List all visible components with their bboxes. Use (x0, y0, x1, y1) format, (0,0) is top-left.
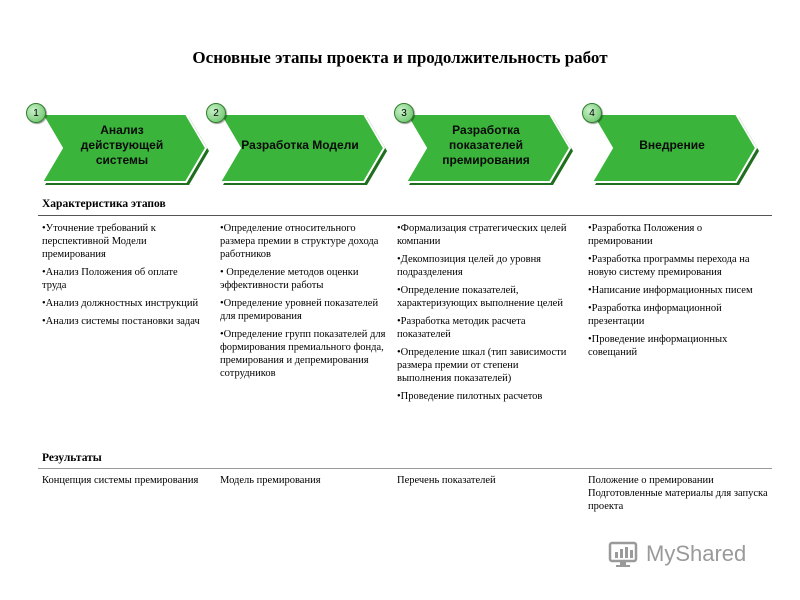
result-text: Перечень показателей (397, 475, 496, 486)
list-item: •Проведение пилотных расчетов (397, 391, 543, 402)
list-item: •Уточнение требований к перспективной Мо… (42, 223, 156, 260)
stages-row: Анализ действующей системы 1 Разработка … (0, 0, 800, 200)
characteristics-column-4: •Разработка Положения о премировании •Ра… (588, 222, 768, 364)
list-item: •Разработка методик расчета показателей (397, 316, 526, 340)
stage-1-number-badge: 1 (26, 103, 46, 123)
result-column-3: Перечень показателей (397, 474, 575, 487)
result-column-4: Положение о премировании Подготовленные … (588, 474, 768, 513)
result-column-1: Концепция системы премирования (42, 474, 202, 487)
list-item: •Определение относительного размера прем… (220, 223, 379, 260)
list-item: •Проведение информационных совещаний (588, 334, 728, 358)
stage-4-label: Внедрение (639, 137, 705, 152)
stage-2-number-badge: 2 (206, 103, 226, 123)
results-heading: Результаты (42, 452, 102, 464)
list-item: •Разработка Положения о премировании (588, 223, 703, 247)
results-divider (38, 468, 772, 469)
list-item: •Декомпозиция целей до уровня подразделе… (397, 254, 542, 278)
stage-3-number-badge: 3 (394, 103, 414, 123)
list-item: •Формализация стратегических целей компа… (397, 223, 567, 247)
list-item: •Определение шкал (тип зависимости разме… (397, 347, 567, 384)
characteristics-column-3: •Формализация стратегических целей компа… (397, 222, 575, 408)
stage-4-chevron-shape (590, 113, 759, 185)
stage-3-chevron-shape (404, 113, 573, 185)
list-item: •Анализ Положения об оплате труда (42, 267, 178, 291)
list-item: •Определение групп показателей для форми… (220, 329, 386, 379)
stage-4: Внедрение (586, 110, 759, 185)
list-item: •Написание информационных писем (588, 285, 753, 296)
stage-2-chevron-shape (218, 113, 387, 185)
result-text: Положение о премировании (588, 475, 714, 486)
stage-4-number-badge: 4 (582, 103, 602, 123)
result-column-2: Модель премирования (220, 474, 388, 487)
result-text: Модель премирования (220, 475, 321, 486)
myshared-logo-icon (608, 541, 638, 567)
myshared-logo-text: MyShared (646, 541, 747, 566)
stage-1-label: Анализ действующей системы (80, 122, 164, 167)
stage-3-label: Разработка показателей премирования (442, 122, 530, 167)
list-item: •Анализ системы постановки задач (42, 316, 200, 327)
list-item: •Разработка программы перехода на новую … (588, 254, 750, 278)
list-item: • Определение методов оценки эффективнос… (220, 267, 359, 291)
characteristics-column-1: •Уточнение требований к перспективной Мо… (42, 222, 200, 333)
list-item: •Определение уровней показателей для пре… (220, 298, 379, 322)
stage-1-chevron-shape (40, 113, 209, 185)
result-text: Концепция системы премирования (42, 475, 199, 486)
list-item: •Разработка информационной презентации (588, 303, 722, 327)
stage-3: Разработка показателей премирования (400, 110, 573, 185)
characteristics-divider (38, 215, 772, 216)
characteristics-heading: Характеристика этапов (42, 198, 166, 210)
list-item: •Определение показателей, характеризующи… (397, 285, 563, 309)
stage-1: Анализ действующей системы (36, 110, 209, 185)
myshared-watermark: MyShared (608, 536, 768, 572)
stage-2: Разработка Модели (214, 110, 387, 185)
list-item: •Анализ должностных инструкций (42, 298, 199, 309)
page-title: Основные этапы проекта и продолжительнос… (192, 48, 608, 67)
characteristics-column-2: •Определение относительного размера прем… (220, 222, 388, 385)
result-text: Подготовленные материалы для запуска про… (588, 488, 768, 512)
stage-2-label: Разработка Модели (241, 137, 359, 152)
